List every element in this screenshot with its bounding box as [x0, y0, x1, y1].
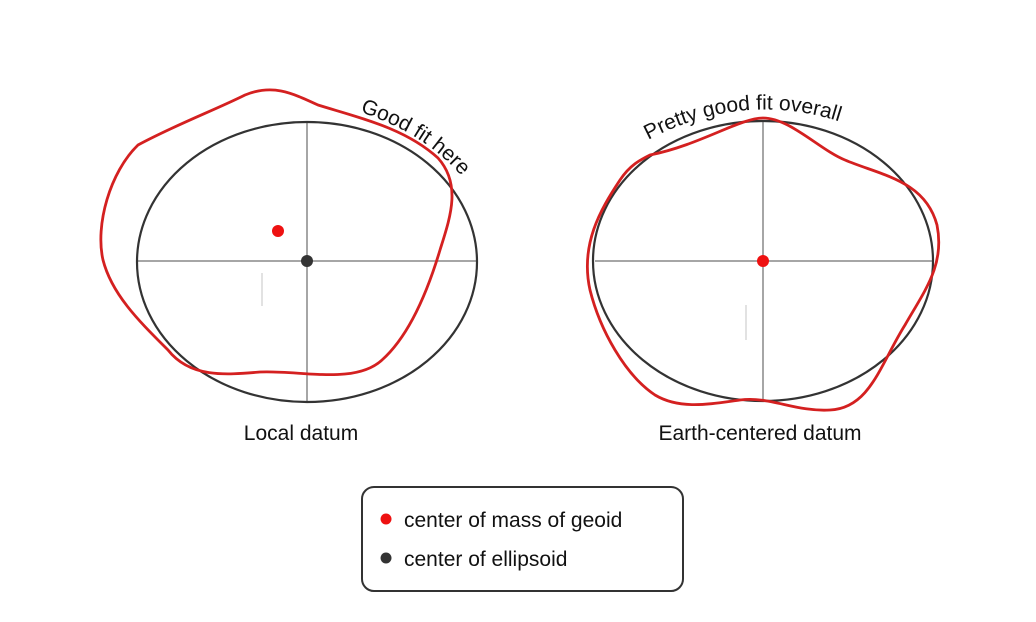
- legend: center of mass of geoid center of ellips…: [361, 486, 684, 592]
- legend-ellipsoid-dot: [380, 552, 392, 564]
- earth-fit-annotation: Pretty good fit overall: [640, 91, 844, 144]
- earth-geoid-outline: [585, 116, 941, 412]
- legend-geoid-dot: [380, 513, 392, 525]
- local-datum-panel: Good fit here Local datum: [99, 88, 479, 445]
- local-geoid-outline: [99, 88, 454, 377]
- earth-centered-datum-panel: Pretty good fit overall Earth-centered d…: [585, 91, 941, 445]
- legend-geoid-label: center of mass of geoid: [404, 509, 622, 532]
- legend-ellipsoid-label: center of ellipsoid: [404, 548, 567, 571]
- local-ellipsoid-center-dot: [301, 255, 313, 267]
- earth-center-dot: [757, 255, 769, 267]
- local-ellipsoid: [135, 120, 479, 404]
- earth-datum-caption: Earth-centered datum: [658, 422, 861, 445]
- local-fit-annotation: Good fit here: [358, 95, 474, 179]
- local-geoid-center-dot: [272, 225, 284, 237]
- local-datum-caption: Local datum: [244, 422, 358, 445]
- legend-box: [361, 486, 684, 592]
